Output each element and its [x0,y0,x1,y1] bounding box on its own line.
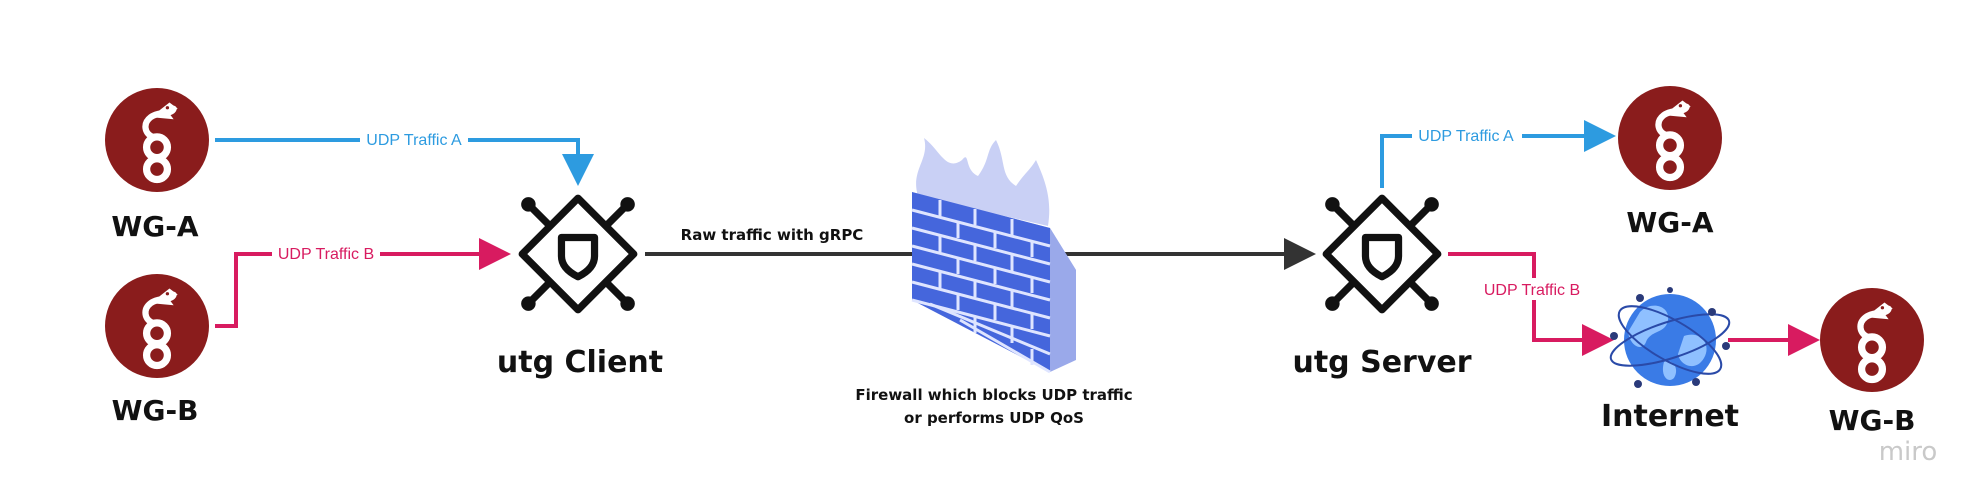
edge-label-bg [1412,124,1522,146]
node-wg-b-right: WG-B [1820,288,1924,437]
miro-watermark: miro [1879,437,1938,467]
edge-label-grpc: Raw traffic with gRPC [681,226,864,244]
edge-label-udp-a-left: UDP Traffic A [366,132,462,149]
node-wg-a-right: WG-A [1618,86,1722,239]
edge-label-bg [272,242,380,264]
edge-label-bg [360,128,468,150]
edge-label-udp-b-right: UDP Traffic B [1484,282,1580,299]
firewall-icon [911,138,1076,374]
wireguard-icon [105,274,209,378]
node-label-wg-a-right: WG-A [1626,206,1713,239]
wireguard-icon [1618,86,1722,190]
node-utg-client: utg Client [497,197,663,380]
edge-label-udp-a-right: UDP Traffic A [1418,128,1514,145]
node-label-utg-server: utg Server [1292,345,1471,380]
wireguard-icon [1820,288,1924,392]
node-label-wg-b-right: WG-B [1829,404,1916,437]
wireguard-icon [105,88,209,192]
edge-udp-a-right [1380,120,1616,188]
globe-icon [1609,287,1731,388]
edge-label-udp-b-left: UDP Traffic B [278,246,374,263]
node-firewall: Firewall which blocks UDP traffic or per… [855,138,1133,427]
node-label-utg-client: utg Client [497,345,663,380]
node-label-wg-a-left: WG-A [111,210,198,243]
utg-chip-shield-icon [521,197,635,311]
node-wg-b-left: WG-B [105,274,209,427]
edge-label-bg [1476,278,1586,300]
firewall-caption-line1: Firewall which blocks UDP traffic [855,386,1132,404]
edge-udp-a-left [215,138,594,186]
node-utg-server: utg Server [1292,197,1472,380]
node-wg-a-left: WG-A [105,88,209,243]
node-label-wg-b-left: WG-B [112,394,199,427]
firewall-caption-line2: or performs UDP QoS [904,409,1084,427]
node-internet: Internet [1601,287,1739,434]
utg-chip-shield-icon [1325,197,1439,311]
node-label-internet: Internet [1601,399,1739,434]
edge-udp-b-left [215,238,511,328]
